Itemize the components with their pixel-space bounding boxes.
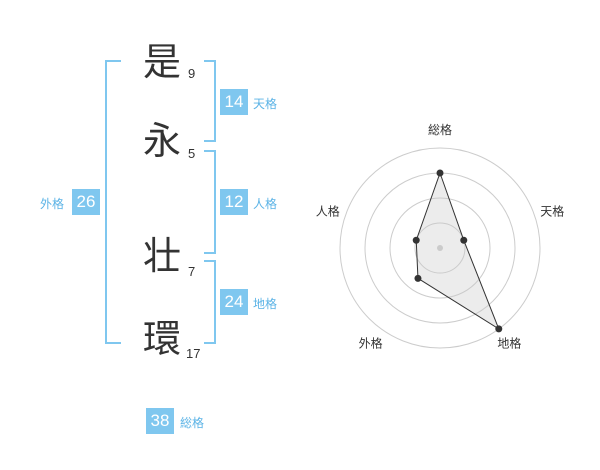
outer-bracket [105, 60, 121, 344]
radar-ring [339, 147, 541, 349]
radar-point-5 [412, 236, 420, 244]
radar-point-2 [460, 236, 468, 244]
name-char-2: 永 [143, 119, 182, 163]
gaikaku-value: 26 [72, 189, 100, 215]
stroke-count-4: 17 [186, 346, 201, 361]
jinkaku-label: 人格 [253, 197, 278, 211]
chikaku-value: 24 [220, 289, 248, 315]
tenkaku-value: 14 [220, 89, 248, 115]
radar-axis-label-5: 人格 [316, 204, 340, 219]
jinkaku-value: 12 [220, 189, 248, 215]
chikaku-bracket [204, 260, 216, 344]
radar-ring [389, 197, 491, 299]
radar-ring [414, 222, 466, 274]
radar-point-4 [414, 274, 422, 282]
stroke-count-2: 5 [188, 146, 196, 161]
name-char-1: 是 [143, 40, 182, 84]
radar-axis-label-4: 外格 [359, 335, 383, 350]
stroke-count-3: 7 [188, 264, 196, 279]
radar-axis-label-2: 天格 [540, 204, 564, 219]
gaikaku-label: 外格 [40, 197, 65, 211]
stroke-count-1: 9 [188, 66, 196, 81]
radar-axis-label-1: 総格 [428, 122, 452, 137]
soukaku-value: 38 [146, 408, 174, 434]
tenkaku-bracket [204, 60, 216, 142]
radar-center-dot [437, 245, 443, 251]
soukaku-label: 総格 [180, 416, 205, 430]
radar-point-3 [495, 325, 503, 333]
chikaku-label: 地格 [253, 297, 278, 311]
radar-point-1 [436, 169, 444, 177]
radar-axis-label-3: 地格 [497, 335, 521, 350]
jinkaku-bracket [204, 150, 216, 254]
tenkaku-label: 天格 [253, 97, 278, 111]
name-char-3: 壮 [143, 234, 182, 278]
name-char-4: 環 [143, 317, 182, 361]
radar-series-polygon [415, 171, 500, 331]
